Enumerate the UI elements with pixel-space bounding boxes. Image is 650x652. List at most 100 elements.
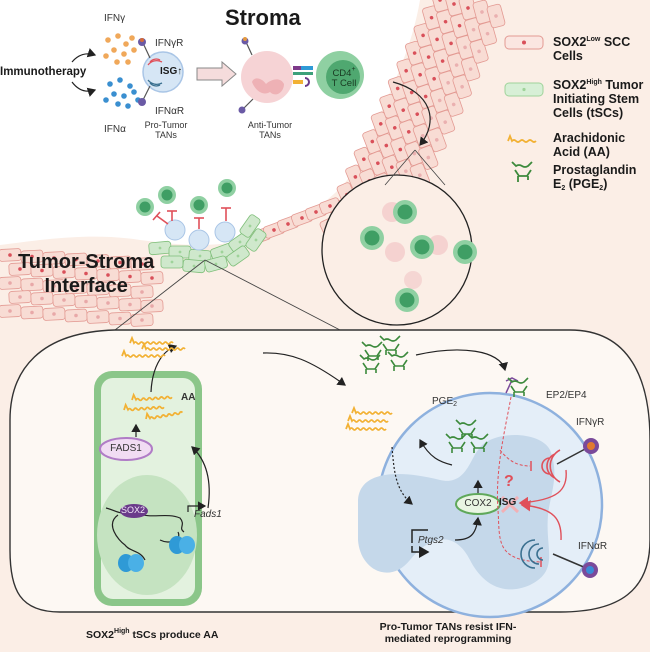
scc-cell [438, 70, 458, 96]
scc-cell [118, 269, 142, 284]
legend-item-sox2-low: SOX2Low SCC Cells [553, 35, 631, 63]
pro-tumor-tan [188, 229, 210, 251]
isg-label: ISG [499, 497, 517, 508]
scc-cell [443, 92, 464, 117]
arachidonic-acid-molecule [145, 410, 184, 421]
nucleosome [118, 554, 144, 572]
prostaglandin-molecule [379, 335, 401, 355]
cd4-t-cell-label: CD4+T Cell [331, 66, 357, 90]
fads1-protein-label: FADS1 [110, 443, 142, 454]
scc-cell [130, 285, 154, 299]
ifn-alpha-particle [107, 81, 113, 87]
sox2-high-cell-icon [504, 82, 544, 97]
pro-tumor-tan [164, 219, 186, 241]
t-cell [393, 200, 417, 224]
scc-cell [452, 74, 472, 100]
prostaglandin-molecule [361, 341, 383, 361]
fads1-protein [99, 437, 153, 461]
pge2-label: PGE2 [432, 396, 458, 408]
scc-cell [74, 266, 98, 281]
scc-cell [8, 290, 32, 304]
ifn-gamma-particle [129, 35, 135, 41]
ifn-alpha-particle [115, 101, 121, 107]
arachidonic-acid-molecule [131, 392, 173, 402]
scc-cell [96, 296, 120, 310]
prostaglandin-molecule [455, 419, 477, 439]
prostaglandin-molecule [445, 433, 467, 453]
ifn-alpha-particle [111, 91, 117, 97]
scc-cell [8, 262, 32, 276]
question-mark: ? [504, 473, 514, 490]
projection-line-right [204, 259, 341, 331]
left-panel-caption: SOX2High tSCs produce AA [86, 628, 219, 641]
prostaglandin-molecule [359, 354, 381, 374]
scc-cell [64, 280, 88, 295]
cox2-label: COX2 [464, 498, 492, 509]
aa-label: AA [181, 392, 196, 403]
anti-tumor-tans-label: Anti-Tumor TANs [247, 120, 293, 140]
projection-line-left [114, 259, 206, 331]
scc-cell [426, 127, 447, 153]
ifn-alpha-particle [121, 93, 127, 99]
isg-cross [500, 495, 520, 514]
tan-cell-detail [358, 349, 604, 619]
pro-tumor-tan-top [138, 38, 184, 106]
anti-tumor-tan-top [238, 37, 313, 114]
scc-cell [20, 305, 44, 320]
arachidonic-acid-molecule [351, 405, 393, 415]
right-panel-caption: Pro-Tumor TANs resist IFN-mediated repro… [379, 621, 517, 645]
scc-cell [415, 84, 436, 109]
t-cell [136, 198, 154, 216]
tsc-cell-layer [148, 214, 267, 274]
ifn-alpha-particle [125, 103, 131, 109]
immunotherapy-arrows [71, 48, 97, 97]
ifn-gamma-label: IFNγ [104, 13, 126, 24]
scc-cell [108, 283, 132, 298]
stroma-title: Stroma [225, 5, 301, 30]
pro-tumor-tans-label: Pro-Tumor TANs [144, 120, 188, 140]
tumor-zoom-circle [321, 174, 477, 326]
pge2-signal-dashed [496, 396, 541, 563]
ifn-alpha-particle [103, 97, 109, 103]
ifnar-detail-label: IFNαR [578, 541, 608, 552]
t-cell [360, 226, 384, 250]
scc-cell [74, 294, 98, 309]
zoom-arrow [392, 81, 431, 146]
arachidonic-acid-molecule [129, 335, 174, 345]
tsc-nucleus [97, 475, 197, 595]
arachidonic-acid-molecule [347, 413, 389, 423]
scc-cell [140, 299, 164, 313]
tsc-cell [226, 245, 250, 267]
interface-immune-cells [136, 179, 236, 251]
ifngr-label: IFNγR [155, 38, 184, 49]
immunotherapy-label: Immunotherapy [0, 66, 87, 78]
t-cell [453, 240, 477, 264]
reprogramming-arrow [196, 60, 237, 88]
scc-cell [64, 252, 88, 267]
scc-cell [30, 263, 54, 278]
arachidonic-acid-molecule [141, 341, 186, 351]
prostaglandin-molecule [467, 433, 489, 453]
tsc-cell-detail [94, 344, 346, 606]
ep-receptor [505, 377, 519, 394]
scc-cell [118, 297, 142, 312]
scc-cell [418, 145, 439, 170]
scc-cell [108, 311, 132, 326]
ifn-gamma-particles [103, 33, 137, 65]
scc-cell [86, 310, 110, 324]
ifn-alpha-particle [127, 83, 133, 89]
scc-cell [486, 3, 506, 29]
tsc-cell [182, 258, 206, 274]
ifn-gamma-particle [131, 47, 137, 53]
ifn-alpha-label: IFNα [104, 124, 126, 135]
ep2-ep4-label: EP2/EP4 [546, 390, 587, 401]
sox2-low-cell-icon [504, 35, 544, 50]
scc-cell [42, 307, 66, 321]
scc-cell [405, 40, 425, 66]
scc-cell-layer [0, 0, 506, 327]
ptgs2-label: Ptgs2 [418, 535, 444, 546]
arachidonic-acid-molecule [345, 421, 387, 431]
arachidonic-acid-molecule [123, 402, 165, 412]
